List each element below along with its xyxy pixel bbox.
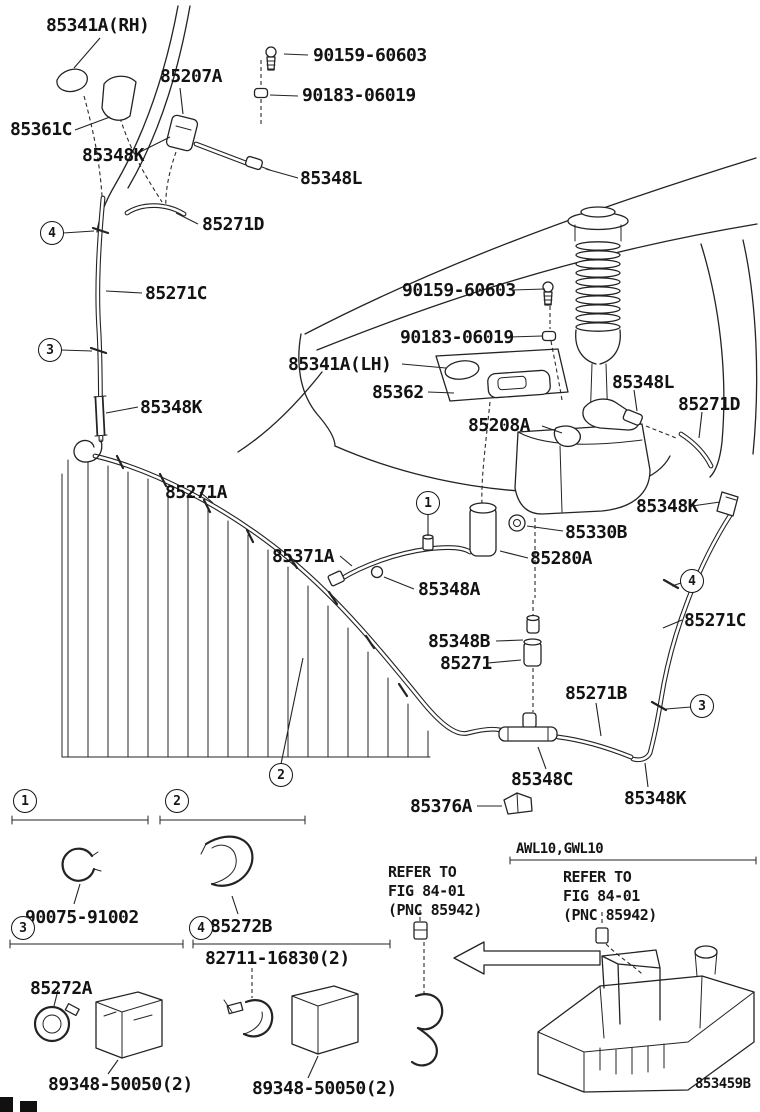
part-label: 85348K [140,397,203,418]
nozzle-lh-art [435,348,581,448]
page-corner-marks [0,1097,37,1112]
callout-number: 1 [13,789,37,813]
part-label: 85376A [410,796,473,817]
callout-number: 4 [680,569,704,593]
part-label: 85348K [636,496,699,517]
hose-clip-ticks [89,226,680,712]
refer-note-line: FIG 84-01 [388,882,465,900]
reservoir-art [469,206,651,557]
part-label: 85348K [624,788,687,809]
part-label: 85341A(LH) [288,354,392,375]
hose-right-art [582,398,739,517]
refer-note-line: FIG 84-01 [563,887,640,905]
callout-number: 4 [189,916,213,940]
part-label: 85271A [165,482,228,503]
callout-number: 4 [40,221,64,245]
callout-number: 2 [269,763,293,787]
part-label: 85280A [530,548,593,569]
legend-brackets [9,815,757,949]
callout-number: 2 [165,789,189,813]
part-label: 85348C [511,769,574,790]
part-label: 85271D [678,394,741,415]
washer-nozzle-rh-art [56,68,137,121]
part-label: 85207A [160,66,223,87]
bracket-box-art [453,927,755,1093]
part-label: 85271C [145,283,208,304]
refer-note-line: (PNC 85942) [388,901,482,919]
part-label: 90075-91002 [25,907,139,928]
part-label: 85271 [440,653,492,674]
nozzle-assembly-art [165,114,271,171]
part-label: 85371A [272,546,335,567]
callout-number: 3 [38,338,62,362]
part-label: 85341A(RH) [46,15,150,36]
part-label: 82711-16830(2) [205,948,350,969]
part-label: 85348K [82,145,145,166]
refer-note-line: REFER TO [388,863,457,881]
part-label: 89348-50050(2) [252,1078,397,1099]
part-label: 85348B [428,631,491,652]
tee-joint-art [498,614,558,815]
part-label: 89348-50050(2) [48,1074,193,1095]
hose-art [73,144,731,760]
leader-lines [53,37,721,1079]
part-label: 85271C [684,610,747,631]
part-label: 90159-60603 [402,280,516,301]
part-label: 85272A [30,978,93,999]
part-label: 85271D [202,214,265,235]
part-label: 85362 [372,382,424,403]
part-label: 85208A [468,415,531,436]
part-label: AWL10,GWL10 [516,841,604,857]
part-label: 90183-06019 [302,85,416,106]
part-label: 85348L [612,372,675,393]
refer-note-line: (PNC 85942) [563,906,657,924]
callout-number: 3 [11,916,35,940]
front-panel-art [61,459,431,758]
part-label: 90183-06019 [400,327,514,348]
part-label: 85348L [300,168,363,189]
part-label: 90159-60603 [313,45,427,66]
pump-hose-fittings-art [327,534,434,587]
callout-number: 1 [416,491,440,515]
refer-note-line: REFER TO [563,868,632,886]
callout-number: 3 [690,694,714,718]
legend-art [33,835,444,1067]
part-label: 85330B [565,522,628,543]
part-label: 853459B [695,1076,751,1092]
part-label: 85271B [565,683,628,704]
part-label: 85348A [418,579,481,600]
body-outline-art [96,5,758,493]
part-label: 85361C [10,119,73,140]
part-label: 85272B [210,916,273,937]
